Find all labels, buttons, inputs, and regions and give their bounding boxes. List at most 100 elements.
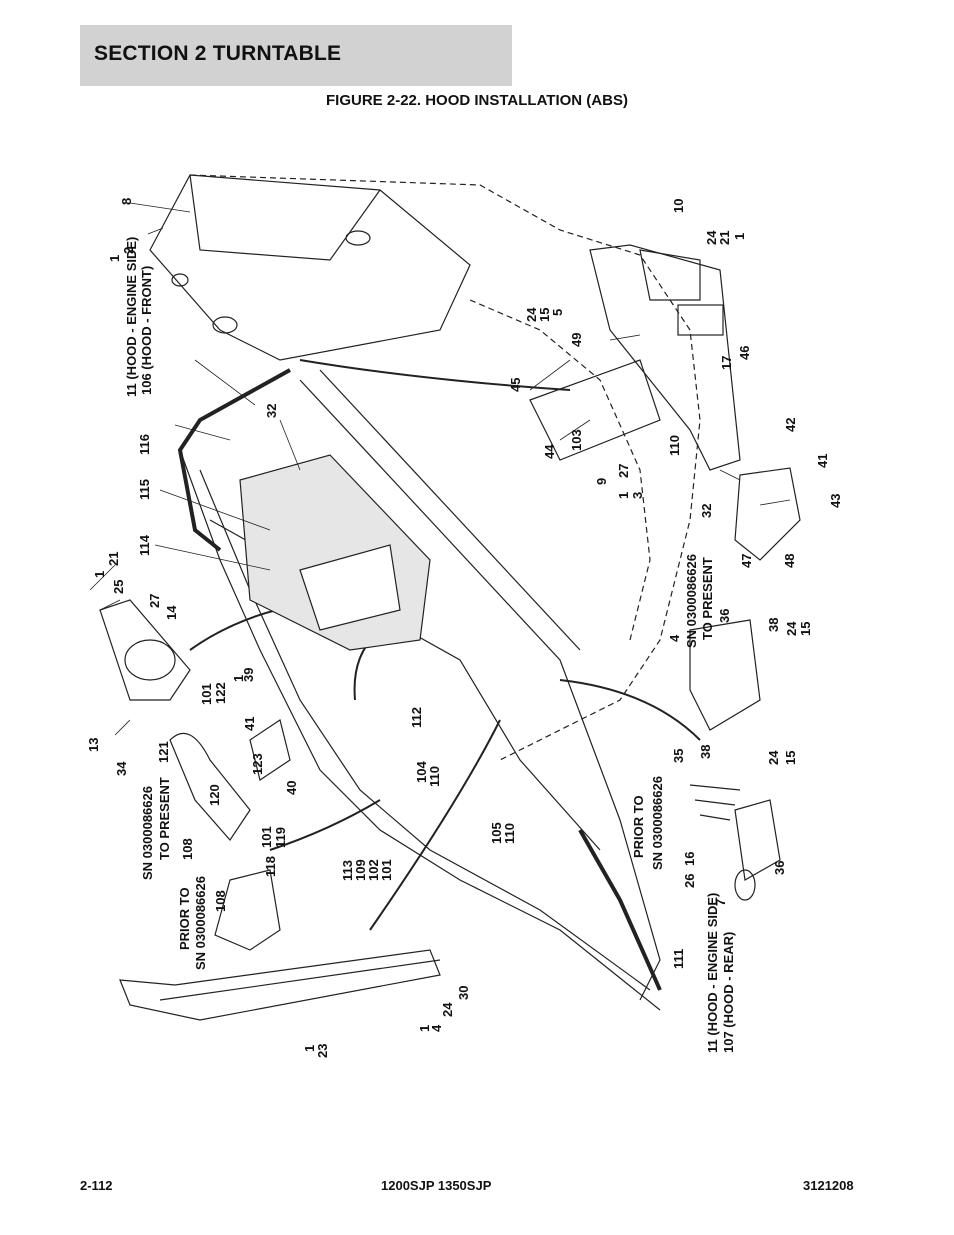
callout-27: 27 — [147, 593, 162, 608]
callout-24a: 24 — [440, 1002, 455, 1017]
callout-122: 122 — [213, 682, 228, 704]
callout-sn-prior-a: SN 0300086626 — [193, 876, 208, 970]
callout-13: 13 — [86, 737, 101, 752]
callout-32b: 32 — [699, 503, 714, 518]
callout-4b: 4 — [667, 634, 682, 642]
callout-39: 39 — [241, 667, 256, 682]
hood-panel-edge — [179, 449, 661, 1011]
hinge-bracket — [677, 304, 724, 336]
callout-sn-to-present-b: SN 0300086626 — [684, 554, 699, 648]
callout-47: 47 — [739, 553, 754, 568]
callout-14: 14 — [164, 605, 179, 620]
gas-spring — [119, 949, 441, 1021]
callout-to-present-b: TO PRESENT — [700, 557, 715, 640]
latch-channel-new — [689, 619, 761, 731]
callout-38b: 38 — [698, 744, 713, 759]
callout-1: 1 — [107, 254, 122, 262]
callout-30: 30 — [456, 985, 471, 1000]
callout-35: 35 — [671, 748, 686, 763]
handle-old — [214, 869, 281, 951]
callout-101b: 101 — [259, 826, 274, 848]
callout-103: 103 — [569, 429, 584, 451]
callout-34: 34 — [114, 761, 129, 776]
callout-106-front: 106 (HOOD - FRONT) — [139, 265, 154, 395]
callout-16: 16 — [682, 851, 697, 866]
callout-115: 115 — [137, 479, 152, 500]
callout-119: 119 — [273, 827, 288, 848]
callout-111: 111 — [671, 948, 686, 969]
callout-sn-prior-b: SN 0300086626 — [650, 776, 665, 870]
callout-25: 25 — [111, 579, 126, 594]
grommet-plate — [99, 599, 191, 701]
callout-1f: 1 — [732, 232, 747, 240]
callout-4a: 4 — [429, 1024, 444, 1032]
callout-110b: 110 — [502, 823, 517, 844]
bumper — [734, 869, 756, 901]
callout-17: 17 — [719, 355, 734, 370]
callout-15b: 15 — [798, 621, 813, 636]
callout-1g: 1 — [616, 491, 631, 499]
callout-10: 10 — [671, 198, 686, 213]
callout-48: 48 — [782, 553, 797, 568]
latch-channel-old — [734, 799, 781, 881]
document-number: 3121208 — [803, 1178, 854, 1193]
callout-121: 121 — [156, 741, 171, 763]
callout-110c: 110 — [667, 435, 682, 456]
callout-46: 46 — [737, 345, 752, 360]
callout-40: 40 — [284, 780, 299, 795]
callout-27b: 27 — [616, 463, 631, 478]
latch — [249, 719, 291, 781]
callout-26: 26 — [682, 873, 697, 888]
callout-prior-to-a: PRIOR TO — [177, 887, 192, 950]
model-number: 1200SJP 1350SJP — [381, 1178, 492, 1193]
callout-49: 49 — [569, 332, 584, 347]
callout-9: 9 — [594, 477, 609, 485]
latch-bracket — [734, 467, 801, 561]
callout-45: 45 — [508, 377, 523, 392]
callout-108a: 108 — [180, 838, 195, 860]
callout-101a: 101 — [199, 683, 214, 705]
callout-112: 112 — [409, 707, 424, 728]
callout-24d: 24 — [784, 621, 799, 636]
front-mount-bracket — [149, 174, 471, 361]
callout-116: 116 — [137, 434, 152, 455]
callout-3: 3 — [630, 491, 645, 499]
callout-43: 43 — [828, 493, 843, 508]
callout-110a: 110 — [427, 766, 442, 787]
turntable-outline — [189, 174, 701, 761]
callout-prior-to-b: PRIOR TO — [631, 795, 646, 858]
section-header: SECTION 2 TURNTABLE — [80, 25, 512, 86]
callout-24e: 24 — [766, 750, 781, 765]
hood-installation-drawing — [89, 174, 801, 1021]
figure-title: FIGURE 2-22. HOOD INSTALLATION (ABS) — [326, 92, 628, 109]
handle-new — [169, 732, 251, 841]
callout-23: 23 — [315, 1043, 330, 1058]
callout-42: 42 — [783, 417, 798, 432]
hood-seal-rear — [578, 829, 662, 991]
callout-120: 120 — [207, 784, 222, 806]
callout-107-rear: 107 (HOOD - REAR) — [721, 931, 736, 1053]
callout-108b: 108 — [213, 890, 228, 912]
callout-11-engine-side: 11 (HOOD - ENGINE SIDE) — [124, 236, 139, 397]
callout-123: 123 — [250, 753, 265, 775]
callout-5: 5 — [550, 308, 565, 316]
callout-32: 32 — [264, 403, 279, 418]
callout-44: 44 — [542, 444, 557, 459]
hinge-rail — [589, 244, 741, 471]
callout-11-engine-side-b: 11 (HOOD - ENGINE SIDE) — [705, 892, 720, 1053]
callout-to-present-a: TO PRESENT — [157, 777, 172, 860]
callout-7: 7 — [713, 898, 728, 906]
callout-38a: 38 — [766, 617, 781, 632]
callout-1b: 1 — [92, 570, 107, 578]
callout-15c: 15 — [783, 750, 798, 765]
callout-8: 8 — [119, 197, 134, 205]
callout-21b: 21 — [717, 230, 732, 245]
callout-41a: 41 — [242, 716, 257, 731]
callout-sn-to-present-a: SN 0300086626 — [140, 786, 155, 880]
hood-arc-top — [299, 359, 571, 391]
callout-21: 21 — [106, 551, 121, 566]
callout-36a: 36 — [717, 608, 732, 623]
leader-lines — [89, 202, 791, 736]
section-title: SECTION 2 TURNTABLE — [94, 42, 342, 65]
callout-36b: 36 — [772, 860, 787, 875]
